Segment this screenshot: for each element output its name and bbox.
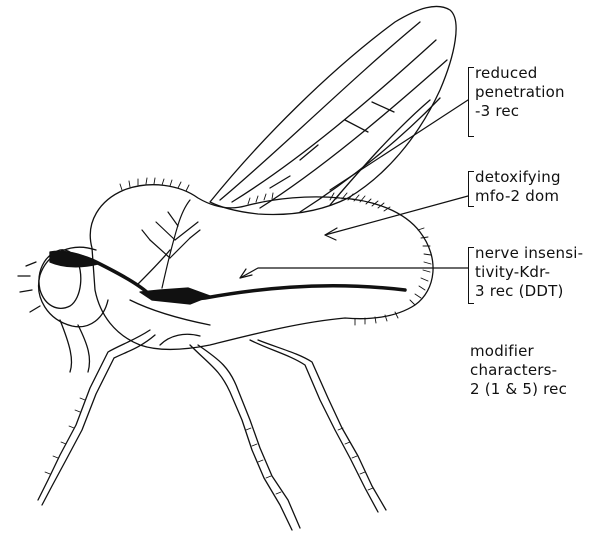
label-detoxifying: detoxifying mfo-2 dom — [475, 168, 561, 206]
branched-nerve — [142, 200, 200, 288]
label-line: mfo-2 dom — [475, 187, 561, 206]
label-reduced-penetration: reduced penetration -3 rec — [475, 64, 565, 121]
label-modifier-characters: modifier characters- 2 (1 & 5) rec — [470, 342, 567, 399]
pointer-lines — [240, 100, 468, 278]
nerve-cord — [50, 251, 405, 304]
bracket-nerve — [468, 247, 474, 304]
label-line: reduced — [475, 64, 565, 83]
legs — [38, 330, 386, 530]
label-line: nerve insensi- — [475, 244, 583, 263]
label-line: modifier — [470, 342, 567, 361]
label-line: 2 (1 & 5) rec — [470, 380, 567, 399]
wing — [210, 6, 456, 214]
label-nerve-insensitivity: nerve insensi- tivity-Kdr- 3 rec (DDT) — [475, 244, 583, 301]
label-line: characters- — [470, 361, 567, 380]
label-line: 3 rec (DDT) — [475, 282, 583, 301]
label-line: penetration — [475, 83, 565, 102]
label-line: detoxifying — [475, 168, 561, 187]
bracket-detox — [468, 171, 474, 207]
body-outline — [90, 185, 433, 350]
bracket-penetration — [468, 67, 474, 137]
label-line: tivity-Kdr- — [475, 263, 583, 282]
label-line: -3 rec — [475, 102, 565, 121]
